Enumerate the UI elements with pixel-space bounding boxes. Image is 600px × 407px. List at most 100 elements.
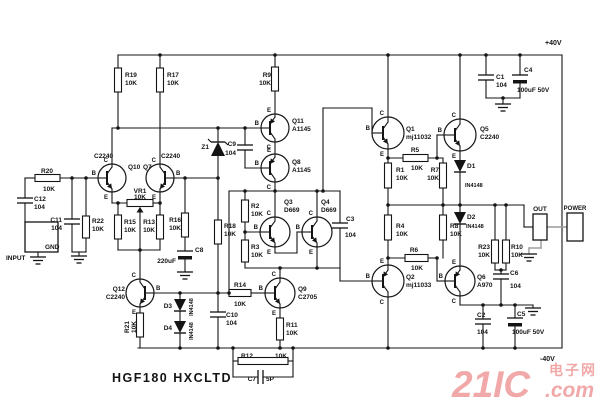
text-r22: R22: [92, 218, 104, 225]
junction-dot: [315, 266, 319, 270]
resistor-R11: [275, 317, 285, 341]
transistor-Q11-emitter-arrow: [270, 118, 276, 124]
transistor-Q6-emitter-arrow: [455, 271, 461, 277]
junction-dot: [484, 53, 488, 57]
resistor-R9: [270, 66, 280, 92]
junction-dot: [158, 53, 162, 57]
text-10k: 10K: [125, 80, 137, 87]
junction-dot: [435, 156, 439, 160]
text-r8: R8: [450, 223, 459, 230]
transistor-Q9-pin-E: E: [272, 311, 276, 317]
junction-dot: [116, 201, 120, 205]
text-10k: 10K: [286, 330, 298, 337]
text-+40v: +40V: [545, 40, 562, 47]
text-.com: .com: [545, 379, 594, 402]
text-r2: R2: [251, 203, 260, 210]
text-r10: R10: [511, 244, 523, 251]
text--40v: -40V: [540, 356, 555, 363]
text-r1: R1: [396, 167, 405, 174]
transistor-Q4-emitter-arrow: [311, 237, 317, 243]
text-input: INPUT: [6, 255, 26, 262]
junction-dot: [321, 189, 325, 193]
diode-D1: [454, 160, 466, 172]
text-hgf180-hxcltd: HGF180 HXCLTD: [112, 371, 232, 385]
transistor-Q1-pin-B: B: [366, 126, 371, 132]
junction-dot: [435, 256, 439, 260]
transistor-Q3-emitter-arrow: [269, 237, 275, 243]
transistor-Q10-upper: [106, 166, 113, 175]
transistor-Q8-pin-C: C: [267, 185, 272, 191]
text-10k: 10K: [131, 321, 138, 333]
transistor-Q3-pin-E: E: [267, 250, 271, 256]
junction-dot: [441, 203, 445, 207]
text-c5: C5: [517, 311, 526, 318]
resistor-R20: [34, 173, 61, 183]
text-10k: 10K: [134, 194, 146, 201]
junction-dot: [513, 346, 517, 350]
transistor-Q9-pin-B: B: [259, 286, 264, 292]
text-10k: 10K: [450, 231, 462, 238]
transistor-Q7-emitter-arrow: [160, 183, 166, 189]
text-d4: D4: [164, 325, 173, 332]
text-104: 104: [477, 329, 488, 336]
text-10k: 10K: [224, 231, 236, 238]
text-d669: D669: [321, 207, 337, 214]
transistor-Q6-lower: [454, 284, 461, 293]
text-10k: 10K: [92, 226, 104, 233]
text-10k: 10K: [427, 175, 439, 182]
text-10k: 10K: [143, 227, 155, 234]
text-104: 104: [510, 283, 521, 290]
transistor-Q7-upper: [159, 166, 166, 175]
transistor-Q4-pin-B: B: [296, 225, 301, 231]
text-in4148: IN4148: [189, 298, 195, 316]
text-c7: C7: [248, 376, 257, 383]
transistor-Q6-pin-E: E: [452, 260, 456, 266]
resistor-R23: [490, 239, 500, 264]
transistor-Q7-pin-E: E: [152, 195, 156, 201]
text-10k: 10K: [169, 225, 181, 232]
resistor-R7: [438, 162, 448, 189]
text-c4: C4: [524, 67, 533, 74]
transistor-Q3-upper: [269, 220, 276, 229]
transistor-Q9-upper: [274, 281, 281, 290]
transistor-Q8-emitter-arrow: [270, 158, 276, 164]
text-10k: 10K: [259, 80, 271, 87]
transistor-Q9-pin-C: C: [272, 272, 277, 278]
text-r15: R15: [124, 219, 136, 226]
transistor-Q5-pin-C: C: [452, 113, 457, 119]
text-10k: 10K: [43, 186, 55, 193]
connector-out: [532, 213, 548, 241]
text-10k: 10K: [478, 252, 490, 259]
text-r14: R14: [234, 282, 246, 289]
junction-dot: [243, 126, 247, 130]
transistor-Q4-pin-C: C: [309, 211, 314, 217]
junction-dot: [216, 346, 220, 350]
text-10k: 10K: [396, 231, 408, 238]
transistor-Q12-pin-E: E: [132, 310, 136, 316]
text-r12: R12: [241, 353, 253, 360]
text-r4: R4: [396, 223, 405, 230]
resistor-R10: [501, 239, 511, 264]
text-100uf-50v: 100uF 50V: [517, 87, 550, 94]
text-r21: R21: [124, 321, 131, 333]
resistor-R1: [383, 162, 393, 189]
text-c2240: C2240: [94, 153, 114, 160]
transistor-Q1-pin-C: C: [380, 111, 385, 117]
junction-dot: [501, 96, 505, 100]
text-c2705: C2705: [298, 294, 318, 301]
transistor-Q11-lower: [269, 131, 276, 140]
junction-dot: [513, 303, 517, 307]
capacitor-C5-polar-plate: [508, 323, 522, 327]
junction-dot: [386, 53, 390, 57]
text-d3: D3: [164, 303, 173, 310]
text-r6: R6: [410, 247, 419, 254]
text-r7: R7: [431, 167, 440, 174]
junction-dot: [493, 203, 497, 207]
text-q5: Q5: [480, 126, 489, 133]
text-r17: R17: [167, 72, 179, 79]
text-r13: R13: [143, 219, 155, 226]
text-10k: 10K: [167, 80, 179, 87]
text-r5: R5: [411, 147, 420, 154]
text-q7: Q7: [143, 164, 152, 171]
